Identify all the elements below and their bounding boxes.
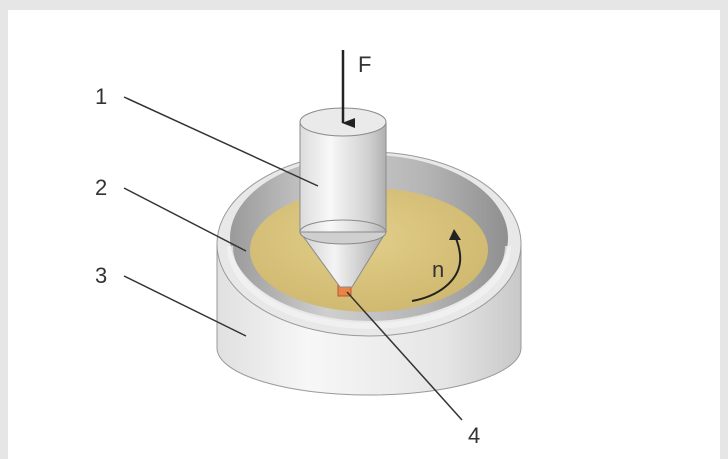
- callout-3: 3: [95, 263, 107, 288]
- callout-2: 2: [95, 175, 107, 200]
- leader-line-2: [123, 187, 247, 252]
- leader-line-4: [346, 291, 463, 421]
- callout-4: 4: [468, 423, 480, 448]
- rotation-arrow: [411, 235, 462, 302]
- rotation-label: n: [432, 257, 444, 282]
- leader-line-3: [123, 275, 247, 337]
- probe-cylinder: [299, 107, 387, 245]
- callout-1: 1: [95, 84, 107, 109]
- outer-bowl: [216, 151, 522, 396]
- leader-line-1: [123, 96, 319, 187]
- force-label: F: [358, 52, 371, 77]
